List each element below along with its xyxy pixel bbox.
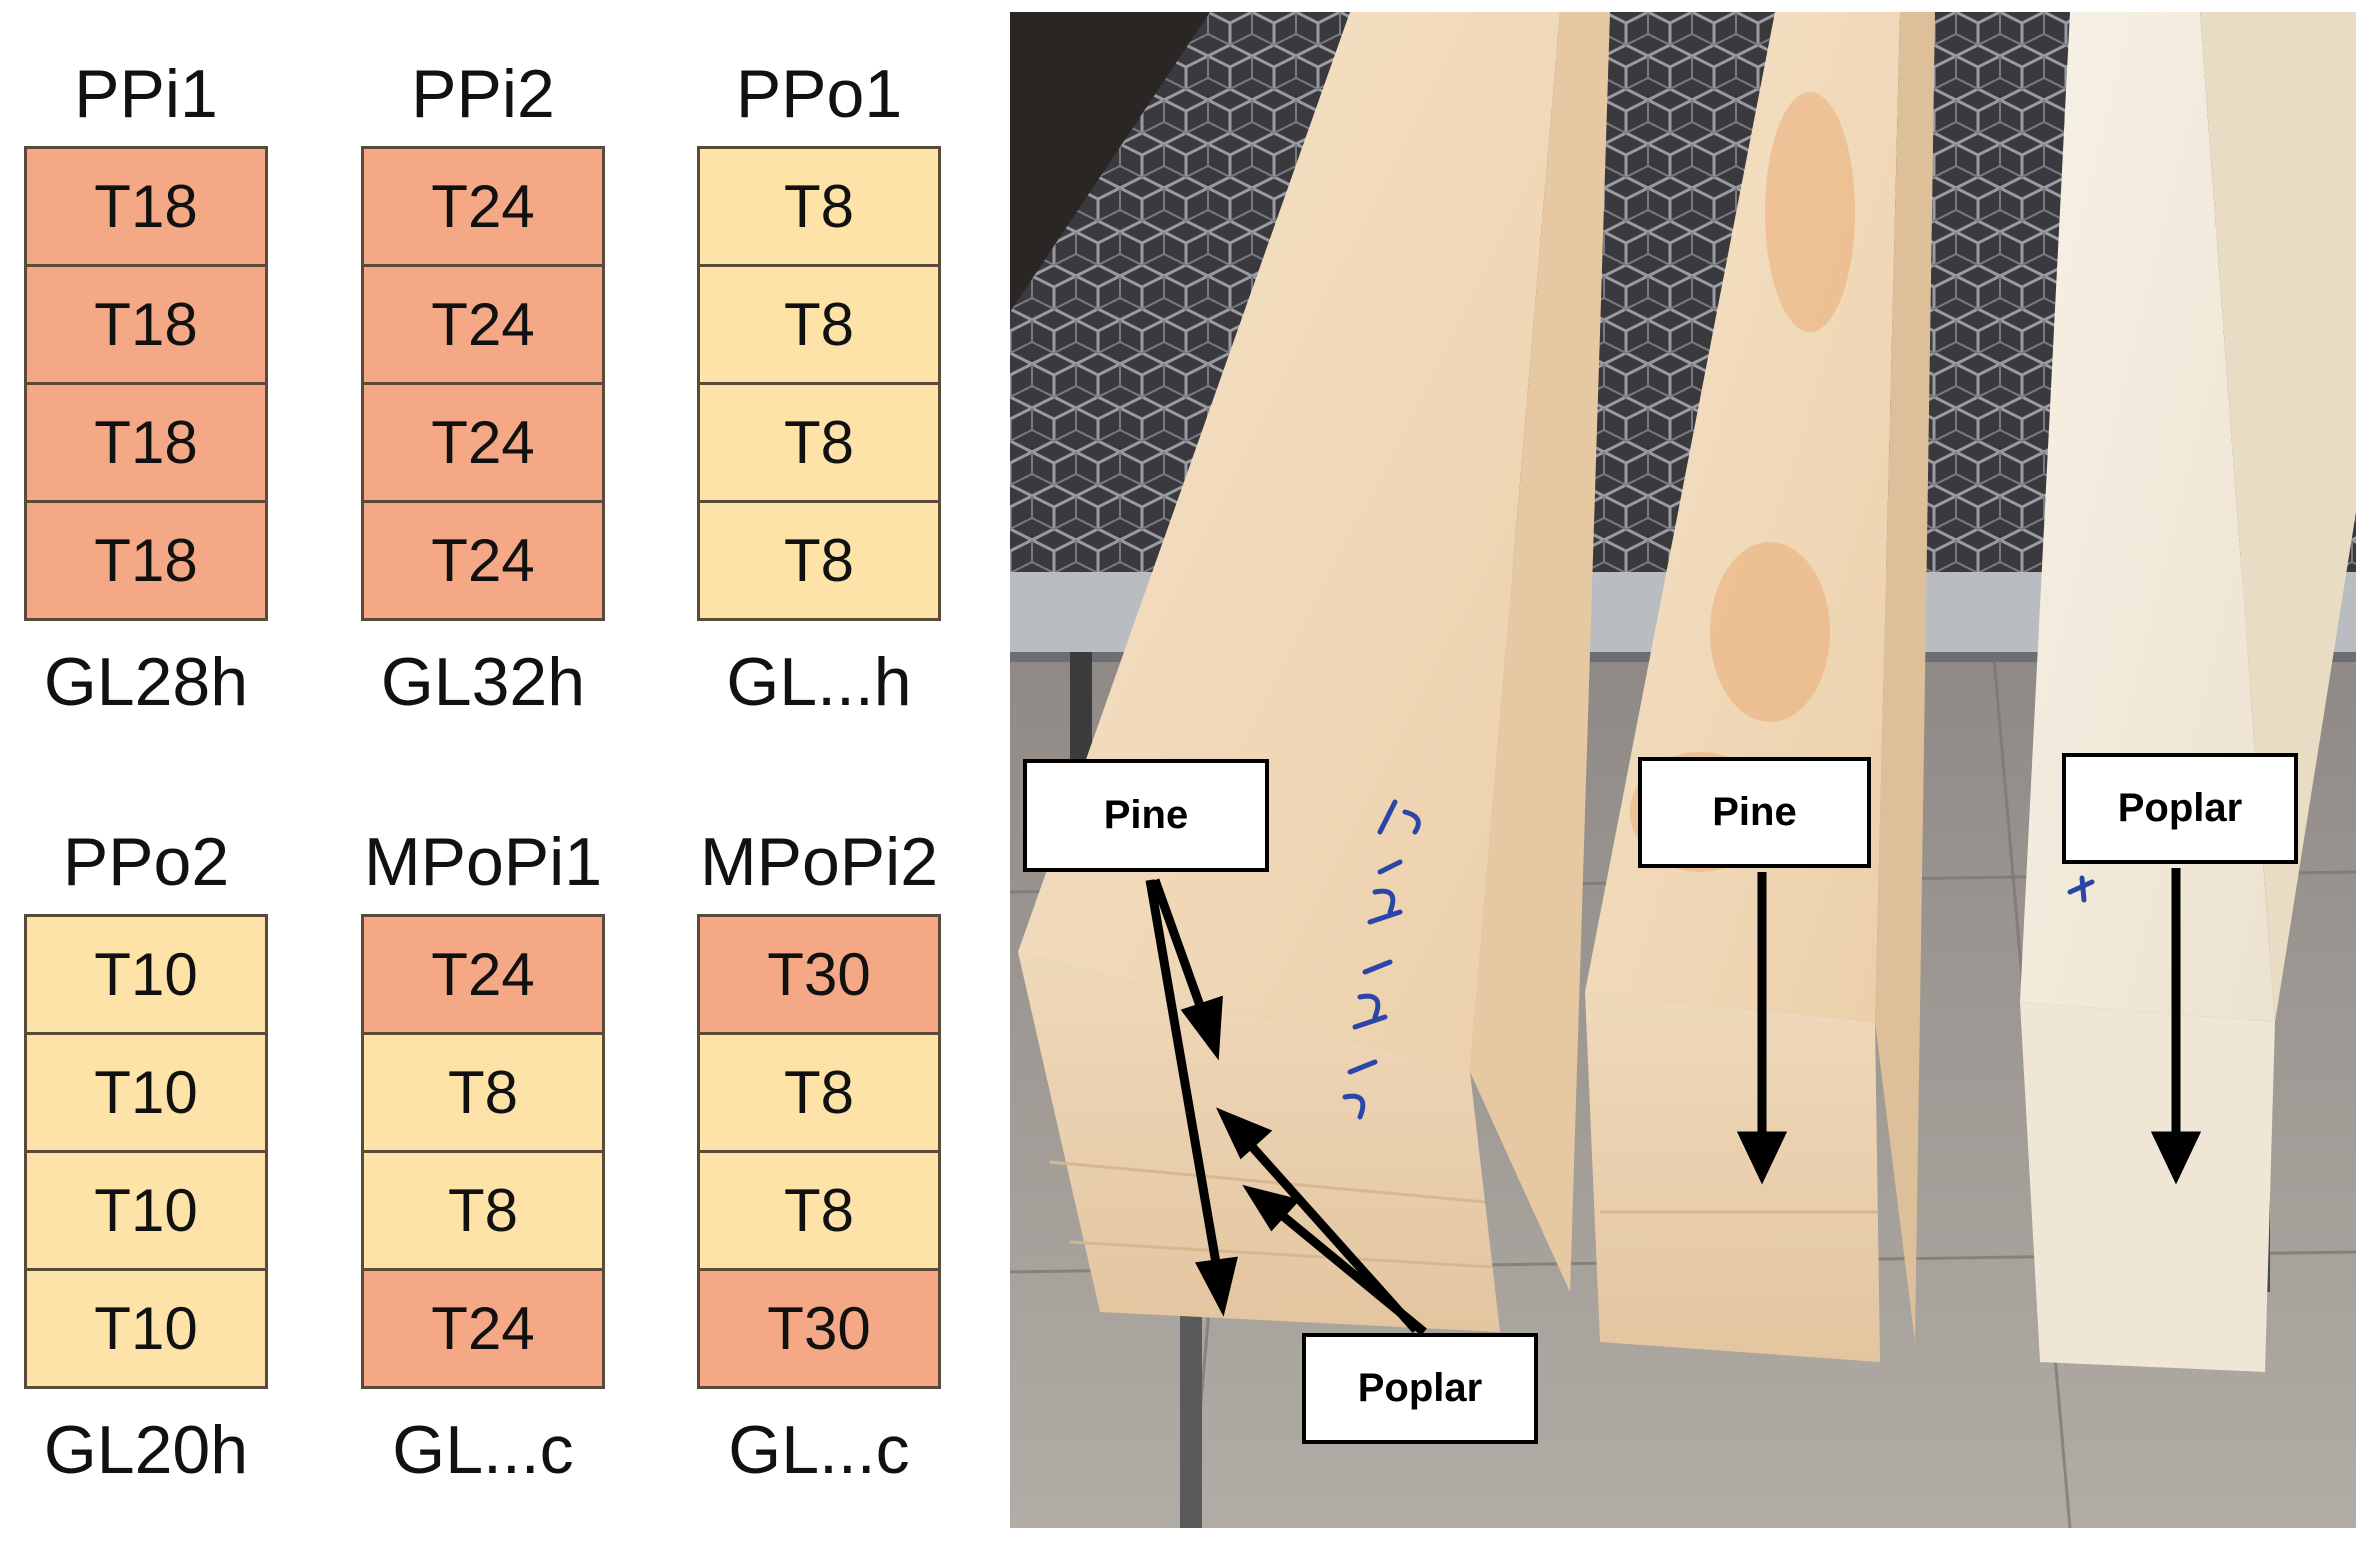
lamination: T24 <box>361 914 605 1035</box>
label-pine-left: Pine <box>1023 759 1269 872</box>
lamination: T8 <box>697 264 941 385</box>
beam-name: PPo2 <box>62 824 230 900</box>
lamination: T10 <box>24 1150 268 1271</box>
lamination: T8 <box>361 1150 605 1271</box>
glulam-class: GL...c <box>728 1412 910 1488</box>
lamination: T18 <box>24 146 268 267</box>
beam-name: PPo1 <box>735 56 903 132</box>
beam-photo: Pine Pine Poplar Poplar <box>1010 12 2356 1528</box>
glulam-class: GL...c <box>392 1412 574 1488</box>
lamination: T18 <box>24 264 268 385</box>
lamination: T8 <box>697 382 941 503</box>
lamination: T8 <box>697 500 941 621</box>
lamination: T24 <box>361 382 605 503</box>
lamination: T24 <box>361 500 605 621</box>
beam-name: PPi1 <box>74 56 218 132</box>
annotation-arrows <box>1145 868 2202 1336</box>
glulam-class: GL...h <box>726 644 912 720</box>
lamination: T8 <box>697 146 941 267</box>
lamination: T18 <box>24 382 268 503</box>
glulam-class: GL32h <box>380 644 586 720</box>
lamination: T8 <box>697 1032 941 1153</box>
lamination: T10 <box>24 914 268 1035</box>
label-pine-middle: Pine <box>1638 757 1871 868</box>
lamination: T8 <box>697 1150 941 1271</box>
lamination: T10 <box>24 1268 268 1389</box>
lamination: T24 <box>361 1268 605 1389</box>
handwriting-marks <box>1342 799 1421 1120</box>
beam-name: MPoPi2 <box>699 824 939 900</box>
beam-name: PPi2 <box>411 56 555 132</box>
lamination: T24 <box>361 264 605 385</box>
lamination: T24 <box>361 146 605 267</box>
lamination: T10 <box>24 1032 268 1153</box>
lamination: T8 <box>361 1032 605 1153</box>
label-poplar-right: Poplar <box>2062 753 2298 864</box>
beam-name: MPoPi1 <box>363 824 603 900</box>
glulam-class: GL20h <box>43 1412 249 1488</box>
lamination: T30 <box>697 914 941 1035</box>
lamination: T30 <box>697 1268 941 1389</box>
label-poplar-bottom: Poplar <box>1302 1333 1538 1444</box>
lamination: T18 <box>24 500 268 621</box>
glulam-class: GL28h <box>43 644 249 720</box>
